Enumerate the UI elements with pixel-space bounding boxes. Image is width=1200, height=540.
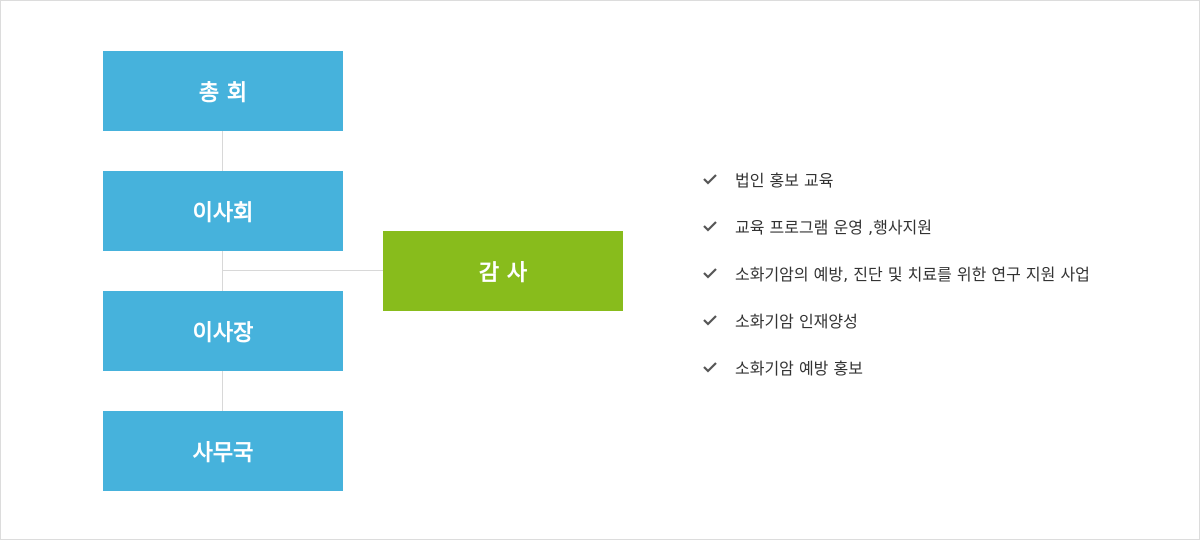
node-label: 감 사 (478, 261, 528, 286)
duty-text: 교육 프로그램 운영 ,행사지원 (735, 217, 932, 237)
node-label: 이사장 (192, 321, 254, 346)
list-item: 교육 프로그램 운영 ,행사지원 (701, 202, 1090, 249)
check-icon (703, 267, 717, 279)
list-item: 법인 홍보 교육 (701, 155, 1090, 202)
duty-text: 소화기암 예방 홍보 (735, 358, 863, 378)
check-icon (703, 314, 717, 326)
list-item: 소화기암 예방 홍보 (701, 343, 1090, 390)
node-chairman: 이사장 (103, 291, 343, 371)
node-board: 이사회 (103, 171, 343, 251)
check-icon (703, 220, 717, 232)
node-label: 이사회 (192, 201, 254, 226)
duty-text: 소화기암의 예방, 진단 및 치료를 위한 연구 지원 사업 (735, 264, 1090, 284)
duties-list: 법인 홍보 교육 교육 프로그램 운영 ,행사지원 소화기암의 예방, 진단 및… (701, 155, 1090, 390)
node-general-assembly: 총 회 (103, 51, 343, 131)
node-secretariat: 사무국 (103, 411, 343, 491)
check-icon (703, 173, 717, 185)
check-icon (703, 361, 717, 373)
connector-auditor (223, 270, 383, 271)
node-auditor: 감 사 (383, 231, 623, 311)
node-label: 사무국 (192, 441, 254, 466)
duty-text: 소화기암 인재양성 (735, 311, 858, 331)
list-item: 소화기암 인재양성 (701, 296, 1090, 343)
list-item: 소화기암의 예방, 진단 및 치료를 위한 연구 지원 사업 (701, 249, 1090, 296)
duty-text: 법인 홍보 교육 (735, 170, 834, 190)
connector-vertical (222, 131, 223, 411)
node-label: 총 회 (198, 81, 248, 106)
